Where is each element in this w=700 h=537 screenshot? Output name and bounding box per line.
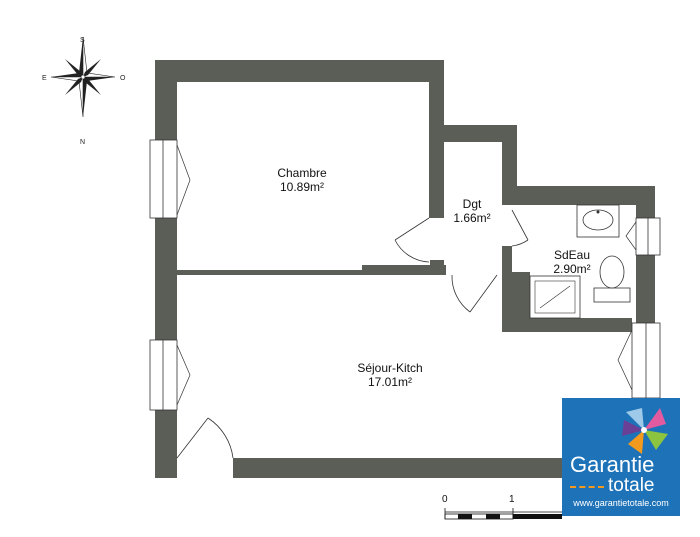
room-dgt-name: Dgt bbox=[463, 197, 482, 211]
compass-south-label: S bbox=[80, 37, 85, 44]
room-sdeau-name: SdEau bbox=[554, 248, 590, 262]
room-chambre-name: Chambre bbox=[277, 166, 327, 180]
toilet-tank bbox=[593, 287, 631, 303]
scale-bar: 0 1 bbox=[442, 494, 562, 520]
room-sdeau-area: 2.90m² bbox=[553, 262, 590, 276]
compass-west-label: O bbox=[120, 75, 126, 82]
logo-word-garantie: Garantie bbox=[570, 452, 655, 477]
compass-rose: S N E O bbox=[42, 36, 126, 146]
compass-north-label: N bbox=[80, 139, 85, 146]
room-sejour-name: Séjour-Kitch bbox=[357, 361, 422, 375]
room-dgt-area: 1.66m² bbox=[453, 211, 490, 225]
logo-url: www.garantietotale.com bbox=[573, 498, 669, 508]
compass-east-label: E bbox=[42, 75, 47, 82]
window-swings bbox=[176, 144, 637, 406]
room-sejour-area: 17.01m² bbox=[368, 375, 412, 389]
scale-tick-0: 0 bbox=[442, 494, 448, 505]
logo-word-totale: totale bbox=[608, 475, 655, 496]
room-chambre-area: 10.89m² bbox=[280, 180, 324, 194]
garantie-totale-logo: Garantie totale www.garantietotale.com bbox=[562, 398, 680, 516]
bathroom-fixtures bbox=[529, 204, 631, 319]
toilet-bowl bbox=[599, 255, 625, 289]
doors bbox=[176, 209, 529, 459]
walls bbox=[155, 60, 655, 478]
logo-dash bbox=[570, 486, 604, 488]
pinwheel-icon bbox=[622, 408, 668, 454]
scale-tick-1: 1 bbox=[509, 494, 515, 505]
windows bbox=[149, 139, 661, 411]
